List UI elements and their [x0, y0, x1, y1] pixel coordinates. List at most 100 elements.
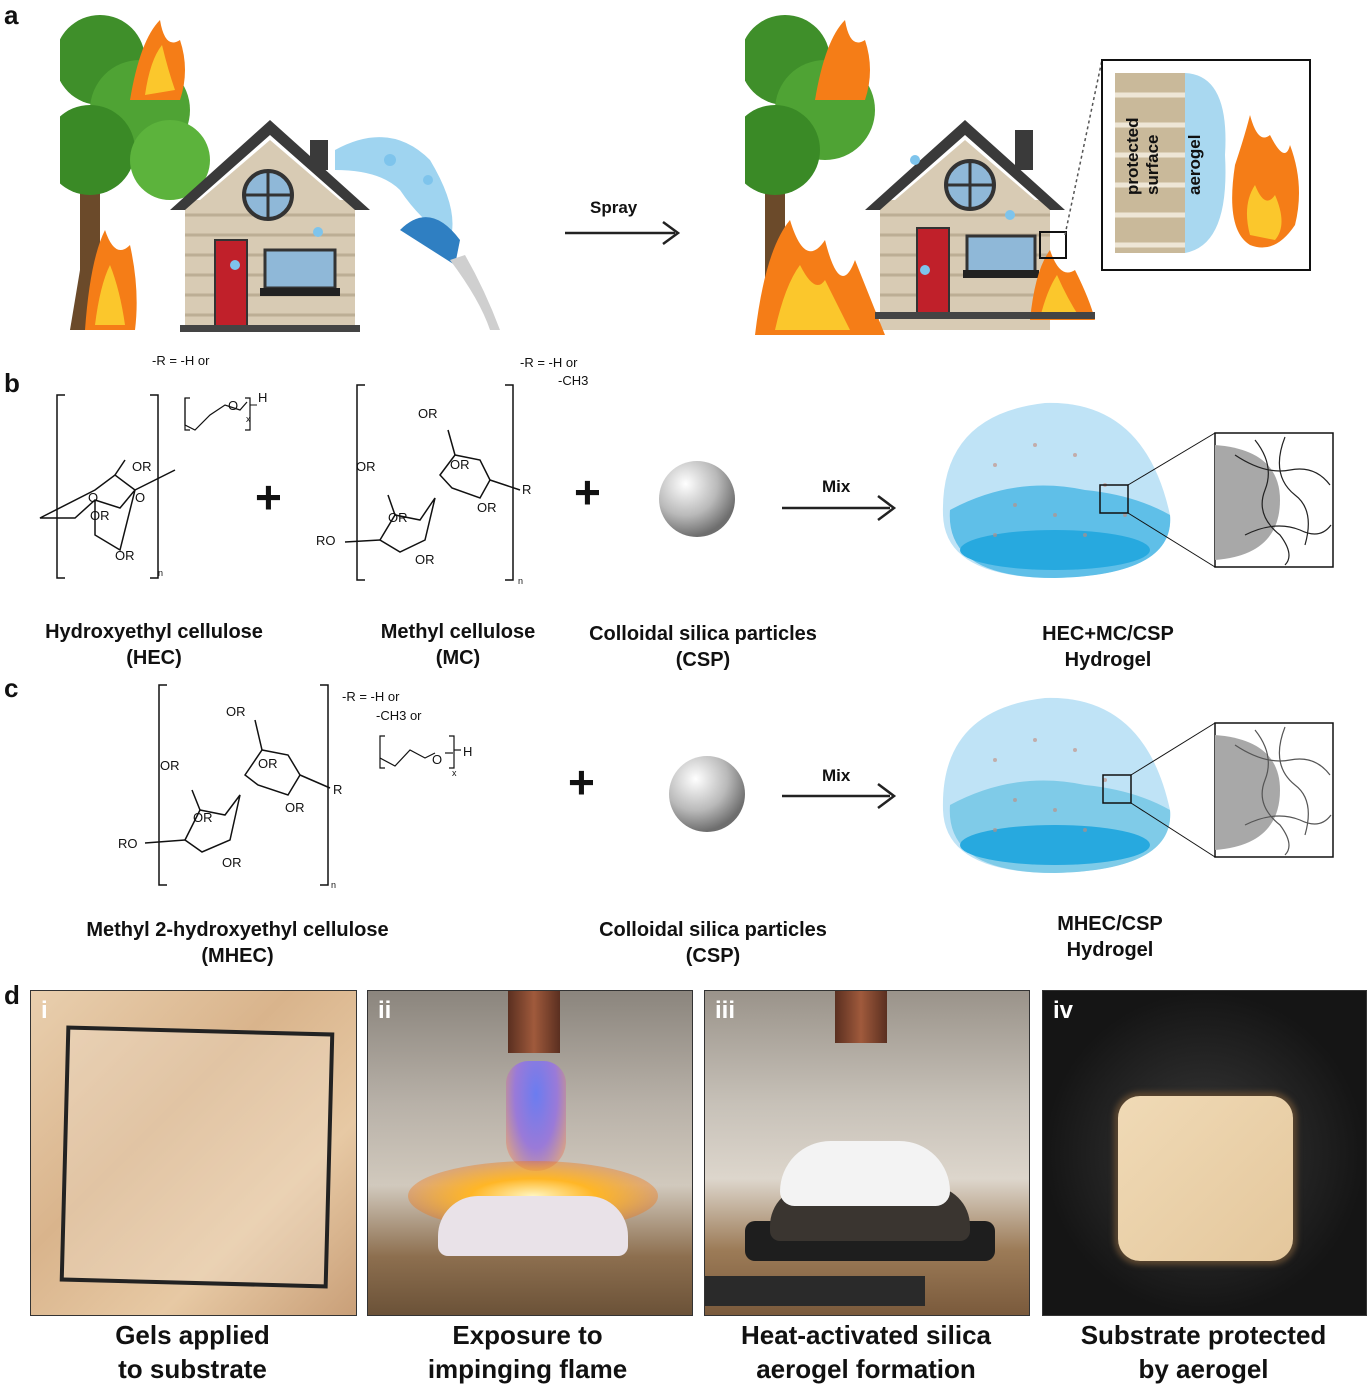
mhec-o-peg: O [432, 752, 443, 767]
panel-label-b: b [4, 368, 20, 398]
caption-iv: Substrate protected by aerogel [1042, 1318, 1365, 1386]
mc-structure [344, 384, 521, 581]
panel-label-c: c [4, 673, 19, 703]
mhec-structure [144, 684, 331, 886]
mc-or-5: OR [477, 500, 497, 515]
mhec-name: Methyl 2-hydroxyethyl cellulose [86, 919, 389, 941]
mc-r-note-1: -R = -H or [520, 355, 578, 370]
hec-o-peg: O [228, 398, 239, 413]
mhec-or-6: OR [222, 855, 242, 870]
mc-r: R [522, 482, 532, 497]
hec-h: H [258, 390, 268, 405]
panel-label-a: a [4, 0, 19, 30]
hydrogel-abbr-b: Hydrogel [1064, 649, 1152, 671]
hec-caption: Hydroxyethyl cellulose (HEC) [14, 619, 294, 671]
mc-name: Methyl cellulose [380, 621, 536, 643]
mhec-peg-chain [379, 735, 461, 769]
mc-or-1: OR [418, 406, 438, 421]
spray-arrow-label: Spray [590, 198, 638, 217]
photo-label-i: i [41, 997, 48, 1024]
plus-sign-b1: + [255, 471, 282, 523]
hydrogel-abbr-c: Hydrogel [1066, 939, 1154, 961]
mc-abbr: (MC) [435, 647, 481, 669]
panel-label-d: d [4, 980, 20, 1010]
mhec-or-1: OR [226, 704, 246, 719]
hec-o: O [88, 490, 99, 505]
hec-structure [39, 394, 257, 579]
mhec-or-4: OR [193, 810, 213, 825]
caption-ii-line1: Exposure to [452, 1320, 603, 1350]
mix-arrow-c [782, 783, 897, 809]
hec-or-2: OR [90, 508, 110, 523]
hec-o-link: O [135, 490, 146, 505]
caption-i: Gels applied to substrate [30, 1318, 355, 1386]
mix-label-b: Mix [822, 477, 851, 496]
protected-surface-label: protected surface [1123, 117, 1162, 195]
mix-label-c: Mix [822, 766, 851, 785]
hec-name: Hydroxyethyl cellulose [45, 621, 263, 643]
caption-iii-line1: Heat-activated silica [740, 1320, 991, 1350]
photo-label-iii: iii [715, 997, 736, 1024]
csp-caption-b: Colloidal silica particles (CSP) [553, 621, 853, 673]
mhec-caption: Methyl 2-hydroxyethyl cellulose (MHEC) [50, 917, 425, 969]
hec-r-note: -R = -H or [152, 353, 210, 368]
csp-abbr-b: (CSP) [675, 649, 731, 671]
csp-caption-c: Colloidal silica particles (CSP) [563, 917, 863, 969]
caption-i-line2: to substrate [118, 1354, 267, 1384]
silica-particle-b [659, 461, 735, 537]
mhec-r: R [333, 782, 343, 797]
mix-arrow-b [782, 495, 897, 521]
photo-gel-applied: i [30, 990, 357, 1316]
hydrogel-name-c: MHEC/CSP [1057, 913, 1163, 935]
hec-x: x [246, 414, 251, 424]
caption-iv-line1: Substrate protected [1080, 1320, 1327, 1350]
photo-label-iv: iv [1053, 997, 1074, 1024]
hec-n: n [158, 568, 164, 578]
house-after-illustration [745, 15, 1095, 335]
hydrogel-caption-b: HEC+MC/CSP Hydrogel [988, 621, 1228, 673]
hydrogel-name-b: HEC+MC/CSP [1042, 623, 1174, 645]
hec-or-1: OR [132, 459, 152, 474]
silica-particle-c [669, 756, 745, 832]
caption-iii: Heat-activated silica aerogel formation [690, 1318, 1042, 1386]
mhec-or-5: OR [285, 800, 305, 815]
mc-n: n [518, 576, 524, 586]
plus-sign-c: + [568, 756, 595, 808]
mhec-h: H [463, 744, 473, 759]
caption-iv-line2: by aerogel [1138, 1354, 1269, 1384]
mc-or-3: OR [356, 459, 376, 474]
caption-i-line1: Gels applied [115, 1320, 270, 1350]
csp-name-b: Colloidal silica particles [589, 623, 817, 645]
protected-surface-inset [1064, 59, 1311, 271]
mc-or-4: OR [388, 510, 408, 525]
csp-abbr-c: (CSP) [685, 945, 741, 967]
caption-ii-line2: impinging flame [427, 1354, 628, 1384]
spray-arrow [565, 220, 681, 245]
hec-abbr: (HEC) [126, 647, 182, 669]
mc-or-2: OR [450, 457, 470, 472]
hydrogel-mhec [942, 697, 1334, 873]
mc-ro: RO [316, 533, 336, 548]
mhec-ro: RO [118, 836, 138, 851]
mhec-r-note-1: -R = -H or [342, 689, 400, 704]
mc-r-note-2: -CH3 [558, 373, 589, 388]
hec-or-3: OR [115, 548, 135, 563]
mc-or-6: OR [415, 552, 435, 567]
house-before-illustration [60, 15, 500, 332]
caption-ii: Exposure to impinging flame [360, 1318, 695, 1386]
plus-sign-b2: + [574, 466, 601, 518]
mhec-or-2: OR [258, 756, 278, 771]
mhec-r-note-2: -CH3 or [376, 708, 422, 723]
hydrogel-hec-mc [942, 402, 1334, 578]
csp-name-c: Colloidal silica particles [599, 919, 827, 941]
aerogel-label: aerogel [1185, 134, 1204, 195]
mhec-abbr: (MHEC) [201, 945, 274, 967]
caption-iii-line2: aerogel formation [756, 1354, 976, 1384]
hydrogel-caption-c: MHEC/CSP Hydrogel [990, 911, 1230, 963]
photo-substrate-protected: iv [1042, 990, 1367, 1316]
photo-label-ii: ii [378, 997, 392, 1024]
mc-caption: Methyl cellulose (MC) [338, 619, 578, 671]
photo-flame-exposure: ii [367, 990, 693, 1316]
mhec-or-3: OR [160, 758, 180, 773]
mhec-x: x [452, 768, 457, 778]
